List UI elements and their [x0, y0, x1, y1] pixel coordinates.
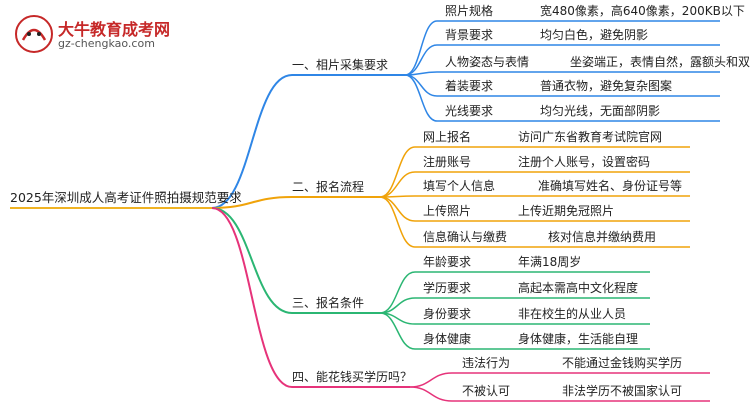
item-name: 注册账号 [423, 155, 472, 169]
item-connector [409, 386, 453, 402]
item-name: 身体健康 [423, 332, 472, 346]
site-url: gz-chengkao.com [58, 37, 155, 50]
item-name: 光线要求 [445, 104, 494, 118]
item-description: 身体健康，生活能自理 [518, 332, 639, 346]
item-name: 背景要求 [445, 28, 494, 42]
item-connector [379, 146, 416, 198]
mascot-logo-icon [15, 15, 53, 53]
item-connector [379, 271, 416, 314]
item-connector [404, 44, 438, 76]
item-description: 宽480像素，高640像素，200KB以下 [540, 4, 745, 18]
item-connector [409, 372, 453, 388]
item-name: 违法行为 [462, 356, 511, 370]
item-description: 普通衣物，避免复杂图案 [540, 79, 673, 93]
item-description: 坐姿端正，表情自然，露额头和双耳 [570, 55, 750, 69]
branch-connector [211, 74, 293, 209]
category-label: 三、报名条件 [292, 296, 365, 310]
item-connector [404, 74, 438, 122]
item-description: 高起本需高中文化程度 [518, 281, 639, 295]
item-description: 核对信息并缴纳费用 [548, 230, 657, 244]
item-name: 不被认可 [462, 384, 511, 398]
item-connector [379, 312, 416, 350]
item-connector [379, 196, 416, 222]
item-name: 着装要求 [445, 79, 494, 93]
brand-name: 大牛教育成考网 [58, 20, 171, 39]
item-name: 网上报名 [423, 130, 472, 144]
category-label: 二、报名流程 [292, 180, 365, 194]
item-description: 上传近期免冠照片 [518, 204, 615, 218]
item-name: 人物姿态与表情 [445, 55, 530, 69]
item-name: 身份要求 [423, 307, 472, 321]
branch-connector [211, 207, 293, 388]
item-description: 不能通过金钱购买学历 [562, 356, 683, 370]
site-logo: 大牛教育成考网 gz-chengkao.com [14, 14, 204, 54]
category-label: 一、相片采集要求 [292, 58, 389, 72]
item-description: 年满18周岁 [518, 255, 582, 269]
item-description: 均匀光线，无面部阴影 [540, 104, 661, 118]
item-description: 均匀白色，避免阴影 [540, 28, 649, 42]
item-connector [379, 171, 416, 198]
item-description: 非法学历不被国家认可 [562, 384, 683, 398]
item-name: 信息确认与缴费 [423, 230, 508, 244]
item-name: 填写个人信息 [423, 179, 496, 193]
category-label: 四、能花钱买学历吗？ [292, 370, 413, 384]
item-description: 准确填写姓名、身份证号等 [538, 179, 683, 193]
branch-connector [211, 196, 293, 209]
root-topic: 2025年深圳成人高考证件照拍摄规范要求 [10, 190, 242, 205]
item-name: 年龄要求 [423, 255, 472, 269]
branch-connector [211, 207, 293, 314]
item-name: 学历要求 [423, 281, 472, 295]
item-description: 注册个人账号，设置密码 [518, 155, 651, 169]
item-connector [404, 74, 438, 97]
item-name: 上传照片 [423, 204, 472, 218]
item-connector [404, 20, 438, 76]
item-connector [379, 196, 416, 248]
item-name: 照片规格 [445, 4, 494, 18]
item-description: 访问广东省教育考试院官网 [518, 130, 663, 144]
item-description: 非在校生的从业人员 [518, 307, 627, 321]
